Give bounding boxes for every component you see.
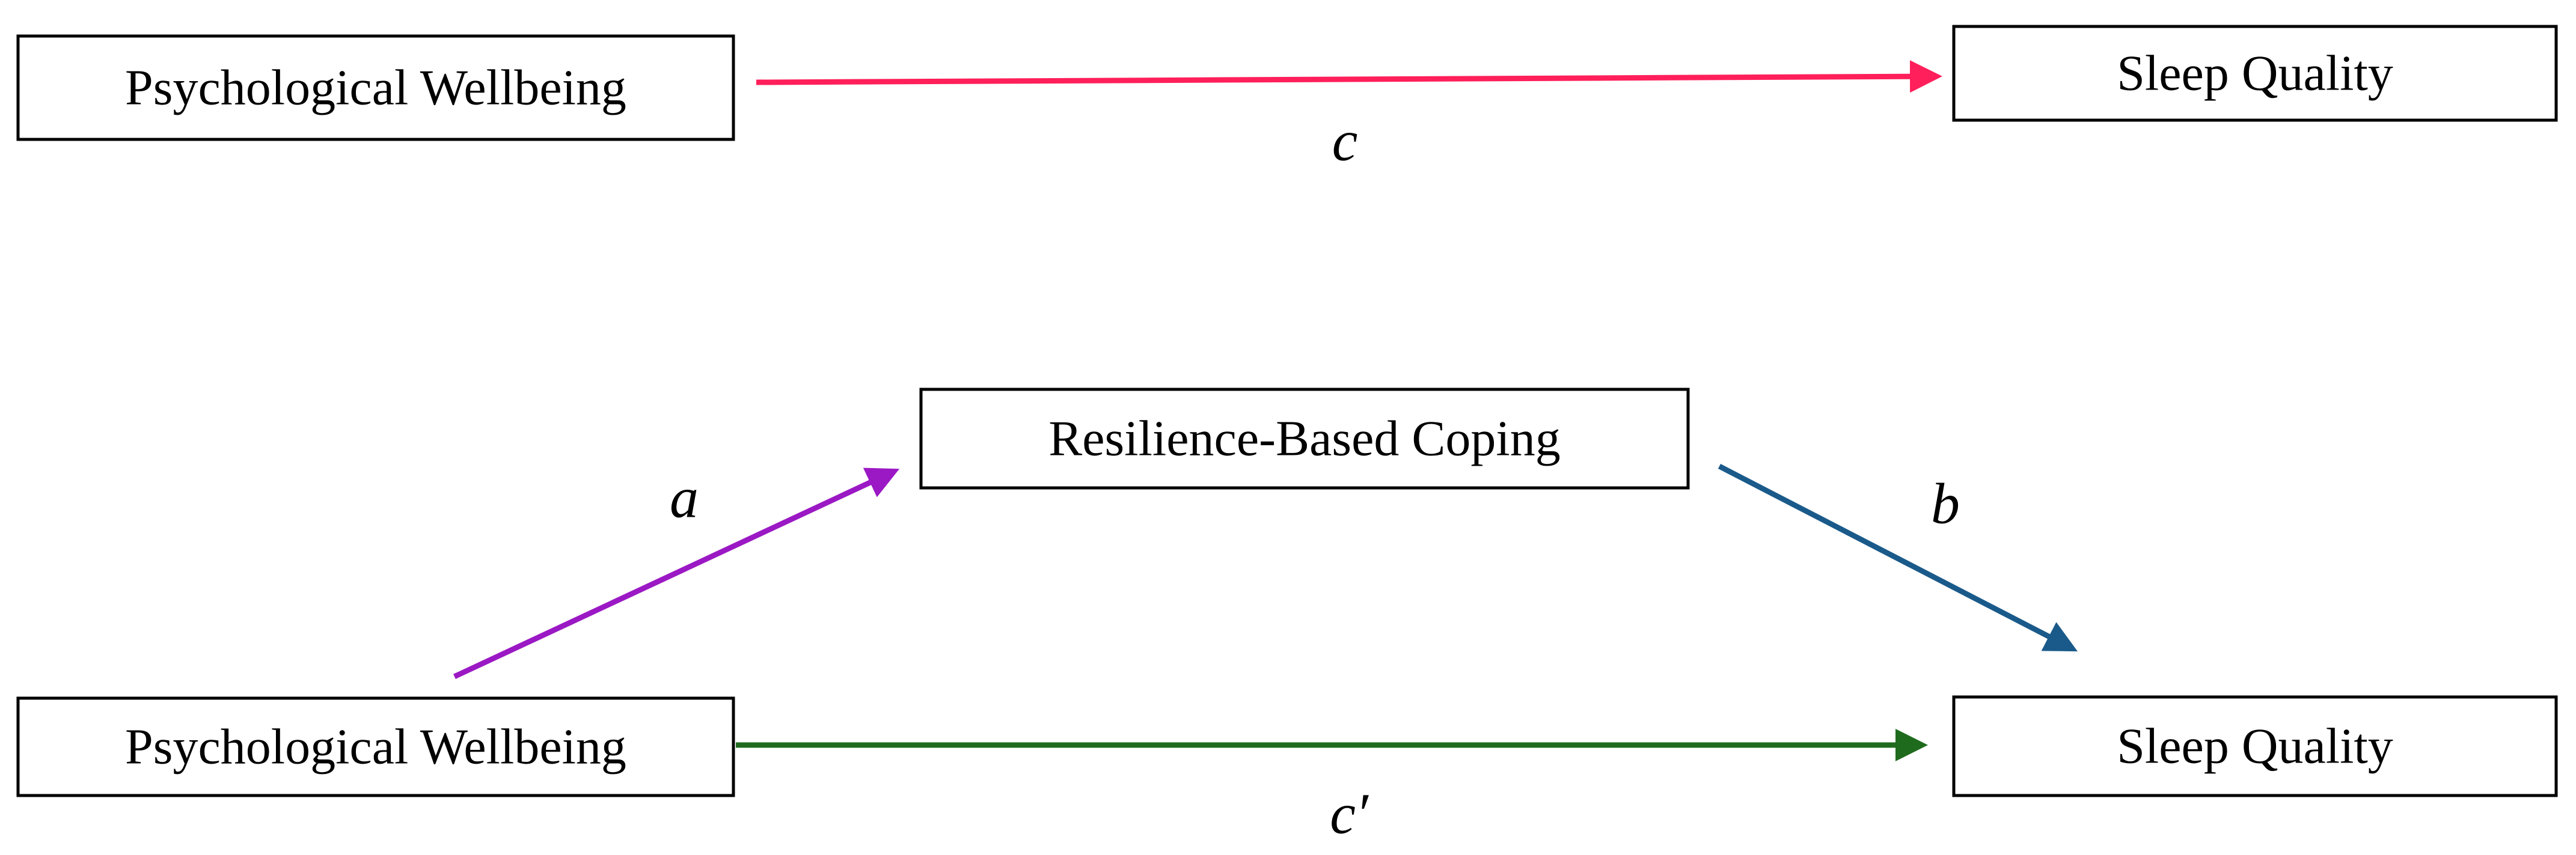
path-a-arrow: [453, 467, 900, 680]
bottom-outcome-box: Sleep Quality: [1952, 695, 2558, 797]
path-c-label: c: [1332, 109, 1358, 173]
path-b-label: b: [1931, 472, 1960, 536]
bottom-outcome-label: Sleep Quality: [2117, 719, 2393, 774]
path-a-label: a: [670, 466, 699, 530]
bottom-predictor-label: Psychological Wellbeing: [125, 719, 626, 775]
mediator-box: Resilience-Based Coping: [919, 388, 1690, 490]
path-b-arrow: [1718, 464, 2078, 652]
path-c-prime-label: c′: [1330, 782, 1369, 846]
top-outcome-label: Sleep Quality: [2117, 46, 2393, 102]
mediator-label: Resilience-Based Coping: [1048, 411, 1560, 467]
bottom-predictor-box: Psychological Wellbeing: [16, 696, 735, 797]
top-outcome-box: Sleep Quality: [1952, 25, 2558, 122]
top-predictor-box: Psychological Wellbeing: [16, 34, 735, 141]
path-c-arrow: [756, 60, 1942, 93]
top-predictor-label: Psychological Wellbeing: [125, 60, 626, 116]
